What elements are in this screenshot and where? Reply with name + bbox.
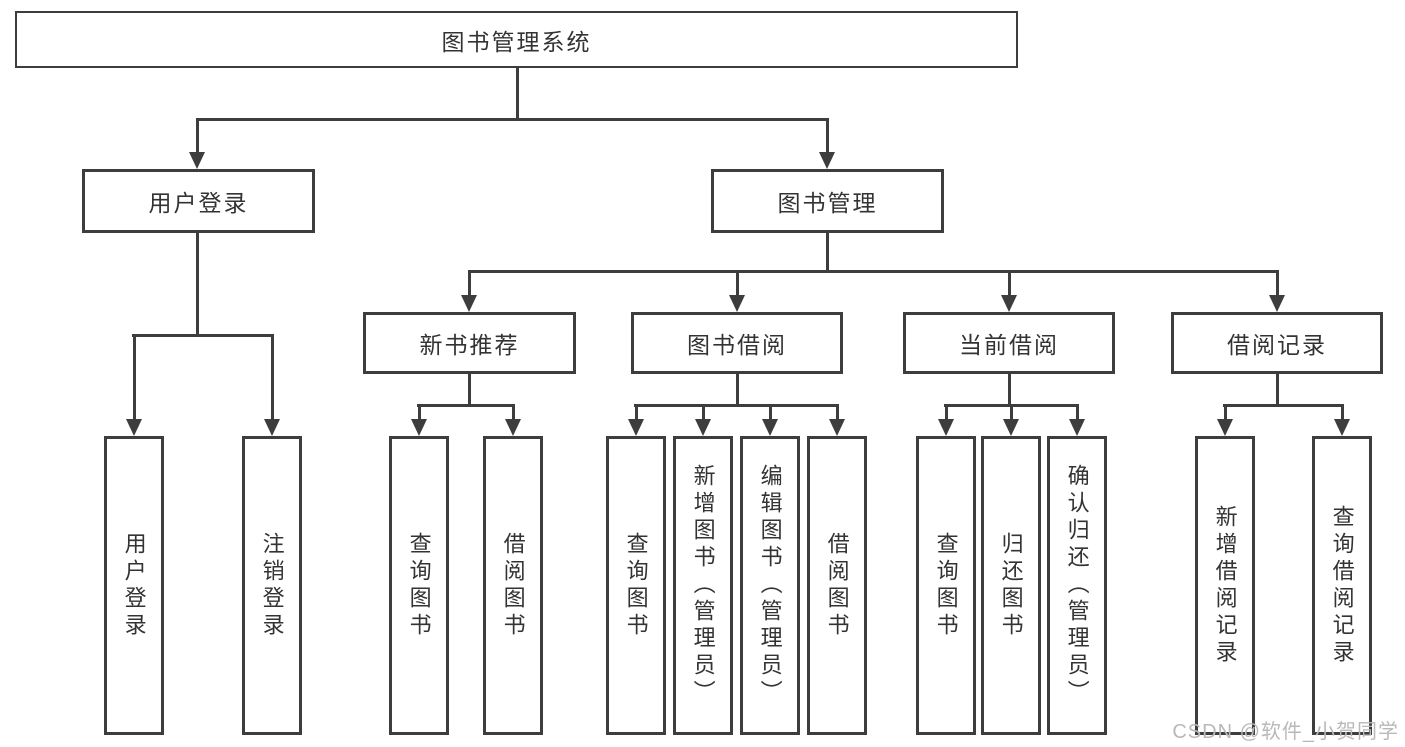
connector-vline bbox=[769, 404, 772, 421]
leaf-add-borrow-record-label: 新增借阅记录 bbox=[1212, 504, 1238, 667]
arrow-down-icon bbox=[1069, 419, 1085, 436]
leaf-edit-books-admin: 编辑图书（管理员） bbox=[740, 436, 800, 735]
leaf-add-books-admin-label: 新增图书（管理员） bbox=[690, 464, 716, 707]
connector-vline bbox=[196, 118, 199, 154]
connector-vline bbox=[736, 270, 739, 297]
connector-hline bbox=[468, 270, 1277, 273]
connector-vline bbox=[468, 372, 471, 406]
leaf-query-borrow-record: 查询借阅记录 bbox=[1312, 436, 1372, 735]
connector-vline bbox=[468, 270, 471, 297]
leaf-logout-login-label: 注销登录 bbox=[259, 531, 285, 640]
node-user-login: 用户登录 bbox=[82, 169, 315, 233]
connector-vline bbox=[133, 334, 136, 421]
node-current-borrowing-label: 当前借阅 bbox=[959, 332, 1059, 358]
arrow-down-icon bbox=[461, 295, 477, 312]
node-current-borrowing: 当前借阅 bbox=[903, 312, 1115, 374]
connector-vline bbox=[702, 404, 705, 421]
connector-hline bbox=[196, 118, 829, 121]
leaf-query-borrow-record-label: 查询借阅记录 bbox=[1329, 504, 1355, 667]
connector-vline bbox=[516, 68, 519, 120]
node-borrowing-records: 借阅记录 bbox=[1171, 312, 1383, 374]
arrow-down-icon bbox=[628, 419, 644, 436]
leaf-edit-books-admin-label: 编辑图书（管理员） bbox=[757, 464, 783, 707]
leaf-logout-login: 注销登录 bbox=[242, 436, 302, 735]
connector-vline bbox=[1276, 270, 1279, 297]
node-new-book-recommend-label: 新书推荐 bbox=[419, 332, 520, 358]
arrow-down-icon bbox=[819, 152, 835, 169]
connector-hline bbox=[417, 404, 515, 407]
connector-hline bbox=[634, 404, 839, 407]
connector-vline bbox=[1224, 404, 1227, 421]
connector-vline bbox=[1008, 270, 1011, 297]
connector-vline bbox=[826, 233, 829, 273]
leaf-user-login-label: 用户登录 bbox=[121, 531, 147, 640]
leaf-return-books: 归还图书 bbox=[981, 436, 1041, 735]
arrow-down-icon bbox=[411, 419, 427, 436]
arrow-down-icon bbox=[505, 419, 521, 436]
connector-vline bbox=[1341, 404, 1344, 421]
connector-vline bbox=[736, 372, 739, 406]
connector-hline bbox=[132, 334, 274, 337]
connector-vline bbox=[1008, 372, 1011, 406]
leaf-borrow-books-recommend-label: 借阅图书 bbox=[500, 531, 526, 640]
leaf-borrow-books-recommend: 借阅图书 bbox=[483, 436, 543, 735]
connector-vline bbox=[826, 118, 829, 154]
leaf-query-books-current: 查询图书 bbox=[916, 436, 976, 735]
arrow-down-icon bbox=[1334, 419, 1350, 436]
arrow-down-icon bbox=[189, 152, 205, 169]
node-book-borrowing-label: 图书借阅 bbox=[687, 332, 787, 358]
node-root-label: 图书管理系统 bbox=[441, 28, 592, 55]
node-user-login-label: 用户登录 bbox=[148, 190, 249, 216]
arrow-down-icon bbox=[829, 419, 845, 436]
connector-vline bbox=[418, 404, 421, 421]
connector-hline bbox=[1223, 404, 1343, 407]
connector-vline bbox=[196, 233, 199, 336]
arrow-down-icon bbox=[1269, 295, 1285, 312]
leaf-query-books-borrowing: 查询图书 bbox=[606, 436, 666, 735]
arrow-down-icon bbox=[1217, 419, 1233, 436]
connector-vline bbox=[635, 404, 638, 421]
node-book-management: 图书管理 bbox=[711, 169, 944, 233]
arrow-down-icon bbox=[729, 295, 745, 312]
connector-vline bbox=[836, 404, 839, 421]
leaf-query-books-recommend-label: 查询图书 bbox=[406, 531, 432, 640]
leaf-query-books-recommend: 查询图书 bbox=[389, 436, 449, 735]
leaf-query-books-borrowing-label: 查询图书 bbox=[623, 531, 649, 640]
arrow-down-icon bbox=[1003, 419, 1019, 436]
arrow-down-icon bbox=[264, 419, 280, 436]
node-book-borrowing: 图书借阅 bbox=[631, 312, 843, 374]
arrow-down-icon bbox=[762, 419, 778, 436]
leaf-confirm-return-admin-label: 确认归还（管理员） bbox=[1064, 464, 1090, 707]
node-root: 图书管理系统 bbox=[15, 11, 1018, 68]
watermark: CSDN @软件_小贺同学 bbox=[1172, 721, 1399, 743]
arrow-down-icon bbox=[126, 419, 142, 436]
node-new-book-recommend: 新书推荐 bbox=[363, 312, 576, 374]
connector-vline bbox=[271, 334, 274, 421]
connector-vline bbox=[1276, 372, 1279, 406]
leaf-confirm-return-admin: 确认归还（管理员） bbox=[1047, 436, 1107, 735]
leaf-borrow-books-borrowing-label: 借阅图书 bbox=[824, 531, 850, 640]
leaf-add-books-admin: 新增图书（管理员） bbox=[673, 436, 733, 735]
leaf-query-books-current-label: 查询图书 bbox=[933, 531, 959, 640]
node-book-management-label: 图书管理 bbox=[777, 190, 878, 216]
leaf-add-borrow-record: 新增借阅记录 bbox=[1195, 436, 1255, 735]
arrow-down-icon bbox=[695, 419, 711, 436]
node-borrowing-records-label: 借阅记录 bbox=[1227, 332, 1327, 358]
connector-vline bbox=[1010, 404, 1013, 421]
connector-vline bbox=[512, 404, 515, 421]
arrow-down-icon bbox=[938, 419, 954, 436]
connector-vline bbox=[1076, 404, 1079, 421]
arrow-down-icon bbox=[1001, 295, 1017, 312]
leaf-user-login: 用户登录 bbox=[104, 436, 164, 735]
leaf-borrow-books-borrowing: 借阅图书 bbox=[807, 436, 867, 735]
leaf-return-books-label: 归还图书 bbox=[998, 531, 1024, 640]
connector-vline bbox=[945, 404, 948, 421]
